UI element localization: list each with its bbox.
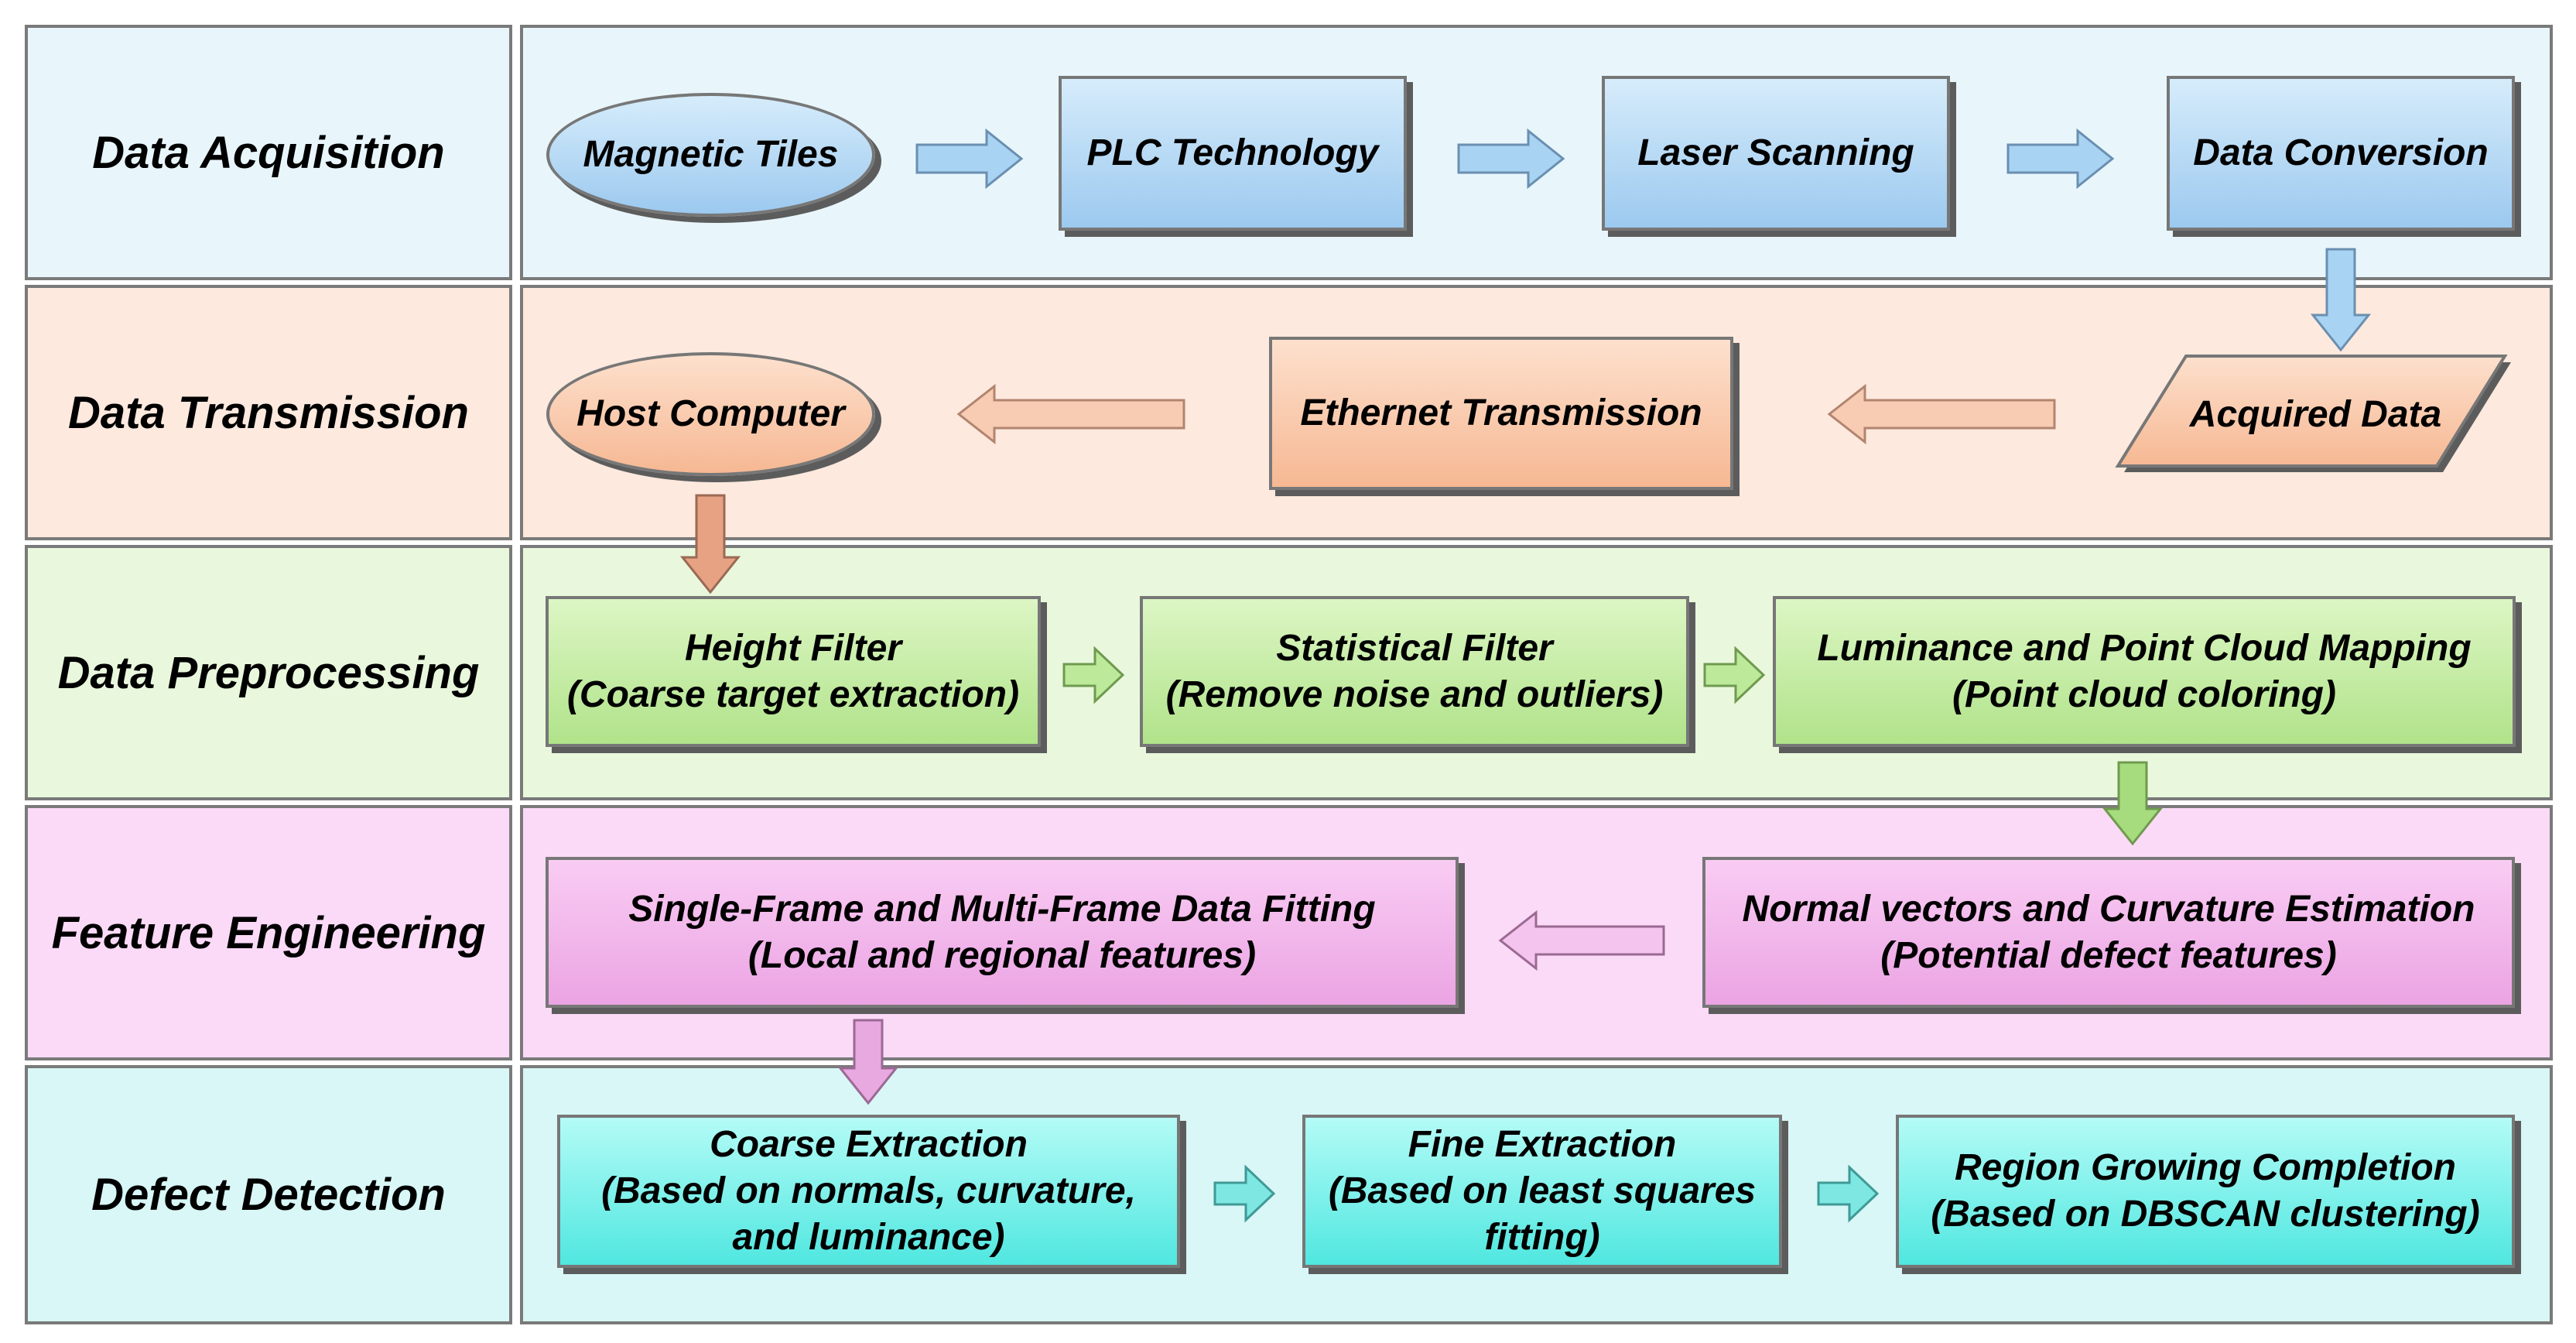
node-subtitle: (Coarse target extraction): [566, 673, 1020, 715]
node-label: Host Computer: [576, 393, 845, 434]
node-title: Luminance and Point Cloud Mapping: [1817, 627, 2472, 669]
arrow-right: [2006, 128, 2115, 190]
node-subtitle: (Point cloud coloring): [1952, 673, 2336, 715]
arrow-right: [1817, 1164, 1880, 1223]
node-label: Magnetic Tiles: [583, 134, 839, 175]
node-luminance-mapping[interactable]: Luminance and Point Cloud Mapping (Point…: [1773, 596, 2516, 747]
arrow-right: [1213, 1164, 1276, 1223]
node-data-conversion[interactable]: Data Conversion: [2167, 76, 2515, 231]
node-title: Coarse Extraction: [710, 1124, 1028, 1165]
node-label: Data Conversion: [2193, 132, 2489, 173]
node-magnetic-tiles[interactable]: Magnetic Tiles: [546, 93, 875, 217]
node-data-fitting[interactable]: Single-Frame and Multi-Frame Data Fittin…: [546, 857, 1459, 1008]
node-subtitle: (Local and regional features): [747, 934, 1257, 976]
arrow-down: [679, 494, 741, 594]
node-plc-technology[interactable]: PLC Technology: [1059, 76, 1407, 231]
node-label: Ethernet Transmission: [1300, 392, 1702, 433]
arrow-right: [1703, 646, 1766, 704]
node-title: Single-Frame and Multi-Frame Data Fittin…: [628, 888, 1376, 930]
row-label-text: Data Preprocessing: [57, 647, 480, 698]
node-title: Normal vectors and Curvature Estimation: [1742, 888, 2475, 930]
node-title: Height Filter: [684, 627, 901, 669]
node-title: Fine Extraction: [1408, 1124, 1677, 1165]
row-label-data-transmission: Data Transmission: [25, 285, 512, 540]
node-subtitle: (Remove noise and outliers): [1165, 673, 1664, 715]
arrow-right: [915, 128, 1024, 190]
node-height-filter[interactable]: Height Filter (Coarse target extraction): [546, 596, 1041, 747]
node-label: PLC Technology: [1086, 132, 1379, 173]
arrow-left: [956, 383, 1185, 445]
node-ethernet-transmission[interactable]: Ethernet Transmission: [1269, 337, 1733, 490]
node-label: Acquired Data: [2189, 394, 2442, 435]
node-subtitle: (Potential defect features): [1880, 934, 2337, 976]
node-region-growing[interactable]: Region Growing Completion (Based on DBSC…: [1896, 1115, 2515, 1268]
parallelogram-shape: [2115, 355, 2511, 472]
row-label-data-acquisition: Data Acquisition: [25, 25, 512, 280]
node-subtitle: (Based on normals, curvature,: [601, 1170, 1136, 1211]
row-label-data-preprocessing: Data Preprocessing: [25, 545, 512, 800]
arrow-left: [1827, 383, 2056, 445]
arrow-down: [2102, 761, 2164, 846]
arrow-right: [1457, 128, 1565, 190]
node-title: Region Growing Completion: [1955, 1147, 2456, 1188]
row-label-text: Data Acquisition: [92, 127, 445, 178]
node-statistical-filter[interactable]: Statistical Filter (Remove noise and out…: [1140, 596, 1689, 747]
row-label-text: Defect Detection: [91, 1170, 446, 1220]
node-subtitle: (Based on least squares: [1328, 1170, 1757, 1211]
node-subtitle-line2: and luminance): [732, 1217, 1005, 1258]
arrow-right: [1062, 646, 1125, 704]
node-label: Laser Scanning: [1637, 132, 1914, 173]
node-normal-vectors[interactable]: Normal vectors and Curvature Estimation …: [1702, 857, 2515, 1008]
row-label-feature-engineering: Feature Engineering: [25, 805, 512, 1060]
node-subtitle-line2: fitting): [1484, 1217, 1600, 1258]
node-title: Statistical Filter: [1276, 627, 1553, 669]
arrow-down: [2310, 248, 2372, 352]
node-acquired-data[interactable]: Acquired Data: [2115, 355, 2515, 474]
arrow-down: [837, 1019, 899, 1105]
node-subtitle: (Based on DBSCAN clustering): [1931, 1194, 2480, 1235]
node-host-computer[interactable]: Host Computer: [546, 352, 875, 476]
node-fine-extraction[interactable]: Fine Extraction (Based on least squares …: [1302, 1115, 1782, 1268]
row-label-text: Feature Engineering: [51, 907, 486, 958]
arrow-left: [1498, 910, 1665, 971]
node-laser-scanning[interactable]: Laser Scanning: [1602, 76, 1950, 231]
row-label-text: Data Transmission: [68, 387, 469, 438]
node-coarse-extraction[interactable]: Coarse Extraction (Based on normals, cur…: [557, 1115, 1180, 1268]
row-label-defect-detection: Defect Detection: [25, 1065, 512, 1324]
